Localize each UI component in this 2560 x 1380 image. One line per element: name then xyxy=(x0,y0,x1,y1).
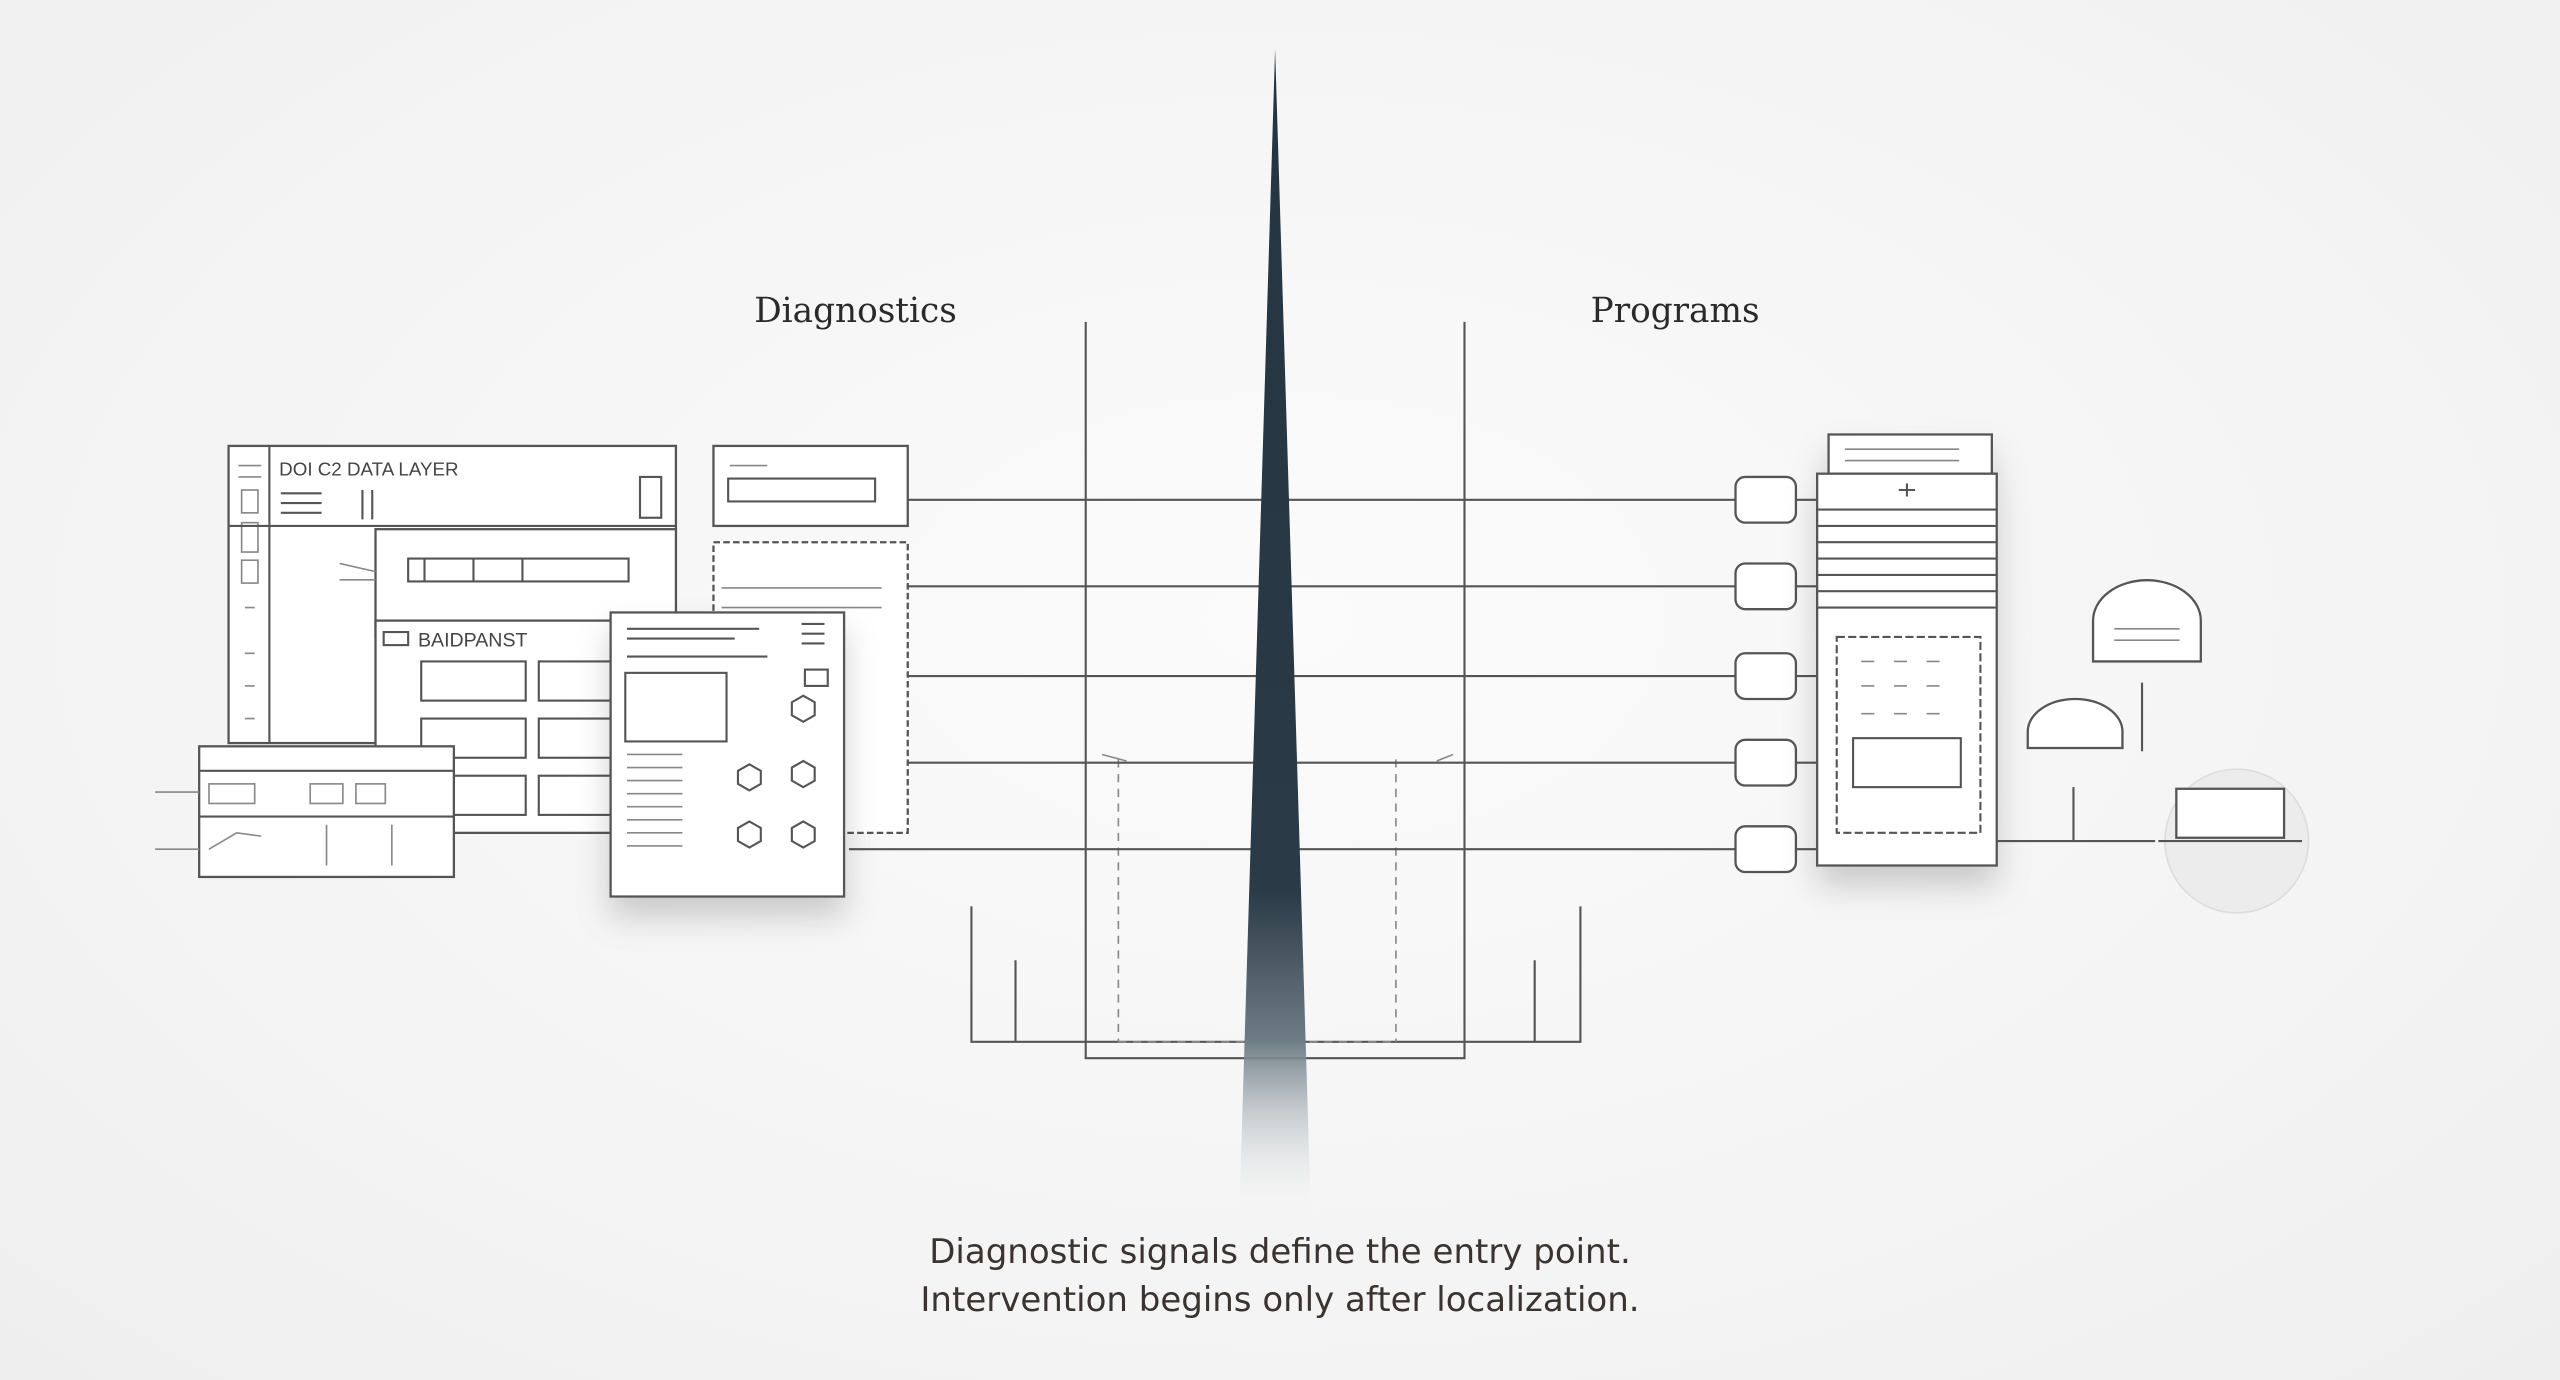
heading-diagnostics: Diagnostics xyxy=(754,291,957,331)
caption-line-2: Intervention begins only after localizat… xyxy=(920,1280,1640,1320)
data-layer-title: DOI C2 DATA LAYER xyxy=(279,458,458,479)
caption: Diagnostic signals define the entry poin… xyxy=(0,1228,2560,1324)
caption-line-1: Diagnostic signals define the entry poin… xyxy=(929,1232,1631,1272)
heading-programs: Programs xyxy=(1591,291,1760,331)
program-stack xyxy=(1816,433,1998,867)
diagnostics-documents: DOI C2 DATA LAYER BAIDPANST xyxy=(155,444,909,898)
output-devices xyxy=(1996,579,2310,914)
program-nodes xyxy=(1734,475,1818,874)
dashboard-title: BAIDPANST xyxy=(418,630,528,652)
central-spike xyxy=(1239,49,1312,1217)
